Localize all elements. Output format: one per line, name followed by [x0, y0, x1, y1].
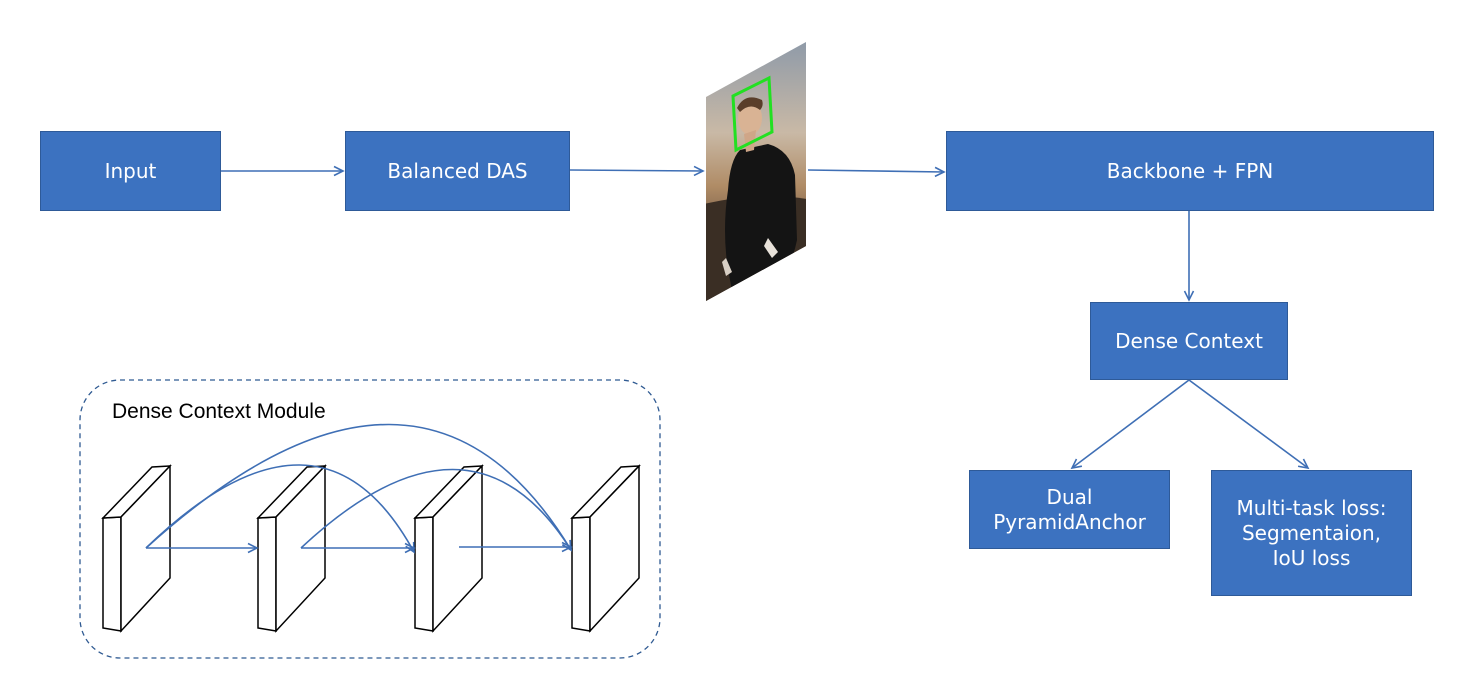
dual-label-line1: Dual — [1046, 484, 1093, 509]
module-layers — [101, 464, 641, 633]
arrow-das-to-image — [569, 165, 705, 177]
arrow-dense-to-dual — [1070, 379, 1190, 470]
balanced-das-box: Balanced DAS — [345, 131, 570, 211]
layer-1 — [101, 464, 172, 633]
backbone-fpn-box: Backbone + FPN — [946, 131, 1434, 211]
mtl-label-line2: Segmentaion, — [1241, 520, 1382, 545]
multi-task-loss-box: Multi-task loss: Segmentaion, IoU loss — [1211, 470, 1412, 596]
mtl-label-line1: Multi-task loss: — [1236, 495, 1387, 520]
input-box: Input — [40, 131, 221, 211]
layer-4 — [570, 464, 641, 633]
arrow-image-to-backbone — [807, 166, 946, 178]
layer-2 — [256, 464, 327, 633]
mtl-label-line3: IoU loss — [1272, 545, 1351, 570]
dual-label-line2: PyramidAnchor — [993, 509, 1146, 534]
person-body — [725, 144, 797, 301]
arrow-dense-to-mtl — [1188, 379, 1310, 470]
sample-image — [706, 42, 806, 301]
module-title: Dense Context Module — [112, 400, 326, 423]
person-face — [738, 101, 762, 135]
face-detection-box — [731, 75, 774, 153]
dense-context-box: Dense Context — [1090, 302, 1288, 380]
layer-3 — [413, 464, 484, 633]
dense-context-module-container — [79, 379, 661, 659]
dual-pyramidanchor-box: Dual PyramidAnchor — [969, 470, 1170, 549]
dense-connections — [145, 423, 573, 554]
